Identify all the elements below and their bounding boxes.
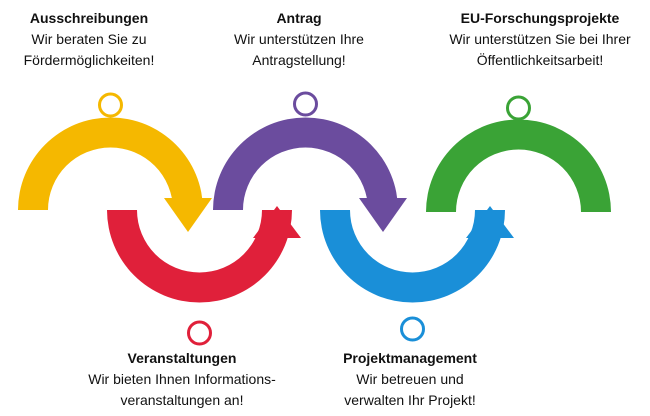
veranstaltungen-text-line-1: Wir bieten Ihnen Informations-	[88, 371, 276, 387]
eu-forschungsprojekte-text-line-1: Wir unterstützen Sie bei Ihrer	[449, 31, 631, 47]
ausschreibungen-text-line-1: Wir beraten Sie zu	[31, 31, 147, 47]
projektmanagement-label: Projektmanagement Wir betreuen und verwa…	[300, 348, 520, 411]
projektmanagement-text-line-2: verwalten Ihr Projekt!	[344, 392, 476, 408]
veranstaltungen-text-line-2: veranstaltungen an!	[120, 392, 244, 408]
eu-forschungsprojekte-arc	[426, 95, 611, 212]
node-circle-icon	[98, 92, 123, 118]
veranstaltungen-title: Veranstaltungen	[127, 350, 237, 366]
antrag-arc	[213, 91, 407, 232]
antrag-text-line-2: Antragstellung!	[252, 52, 346, 68]
ausschreibungen-label: Ausschreibungen Wir beraten Sie zu Förde…	[0, 8, 178, 71]
antrag-title: Antrag	[276, 10, 322, 26]
node-circle-icon	[400, 316, 425, 342]
ausschreibungen-text-line-2: Fördermöglichkeiten!	[23, 52, 155, 68]
projektmanagement-arc	[320, 206, 514, 342]
arrowhead-icon	[466, 206, 514, 238]
eu-forschungsprojekte-text-line-2: Öffentlichkeitsarbeit!	[476, 52, 604, 68]
antrag-arc-band	[213, 117, 398, 210]
ausschreibungen-arc-band	[18, 117, 203, 210]
node-circle-icon	[187, 320, 212, 346]
veranstaltungen-arc-band	[107, 210, 292, 303]
veranstaltungen-label: Veranstaltungen Wir bieten Ihnen Informa…	[62, 348, 302, 411]
antrag-label: Antrag Wir unterstützen Ihre Antragstell…	[210, 8, 388, 71]
ausschreibungen-title: Ausschreibungen	[29, 10, 149, 26]
ausschreibungen-arc	[18, 92, 212, 232]
eu-forschungsprojekte-arc-band	[426, 119, 611, 212]
arrowhead-icon	[253, 206, 301, 238]
projektmanagement-arc-band	[320, 210, 505, 303]
node-circle-icon	[506, 95, 531, 121]
eu-forschungsprojekte-title: EU-Forschungsprojekte	[460, 10, 620, 26]
veranstaltungen-arc	[107, 206, 301, 346]
projektmanagement-title: Projektmanagement	[343, 350, 477, 366]
eu-forschungsprojekte-label: EU-Forschungsprojekte Wir unterstützen S…	[430, 8, 650, 71]
node-circle-icon	[293, 91, 318, 117]
arrowhead-icon	[164, 198, 212, 232]
arrowhead-icon	[359, 198, 407, 232]
projektmanagement-text-line-1: Wir betreuen und	[356, 371, 464, 387]
antrag-text-line-1: Wir unterstützen Ihre	[234, 31, 364, 47]
